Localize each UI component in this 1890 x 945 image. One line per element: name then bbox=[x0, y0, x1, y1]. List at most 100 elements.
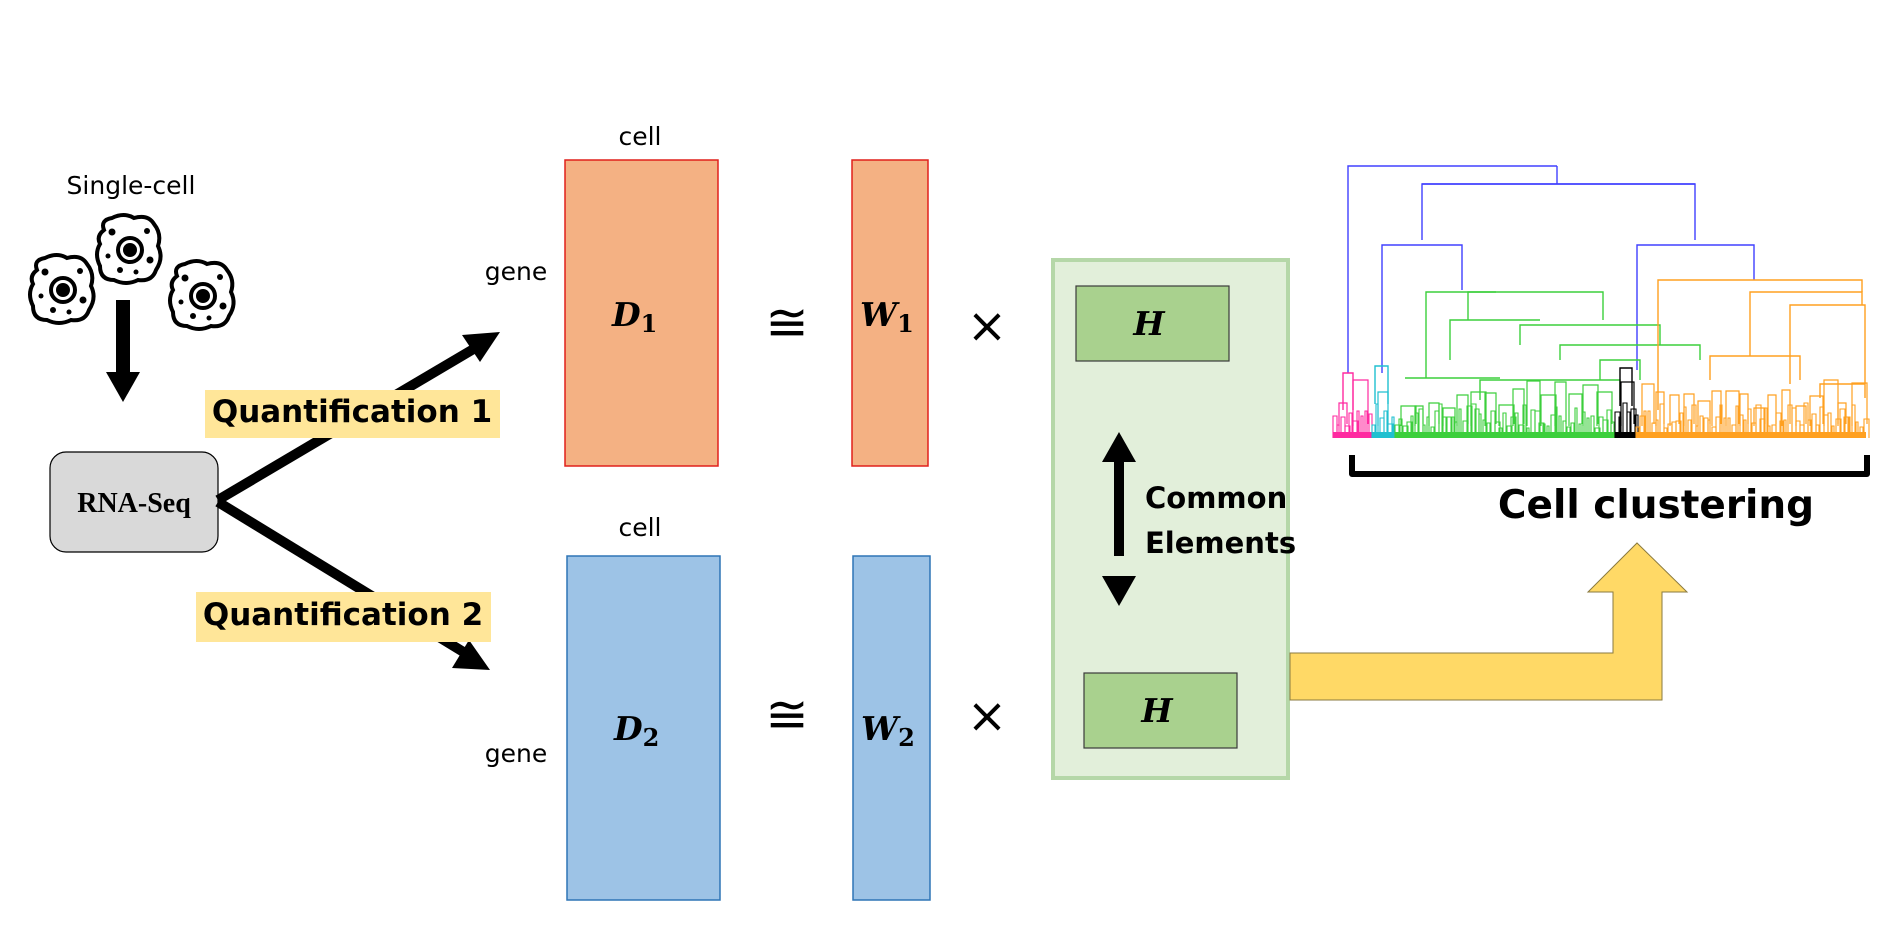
cell-icon-middle bbox=[95, 213, 163, 285]
dendrogram-branch bbox=[1381, 244, 1463, 373]
dendrogram-branch bbox=[1387, 423, 1394, 438]
common-elements-label-line2: Elements bbox=[1145, 526, 1296, 560]
dendrogram-branch bbox=[1342, 372, 1354, 410]
dendrogram-branch bbox=[1568, 393, 1583, 426]
down-arrow bbox=[106, 300, 140, 402]
matrix-d2-letter: D bbox=[613, 709, 643, 748]
dendrogram bbox=[1332, 165, 1870, 438]
dendrogram-branch bbox=[1781, 389, 1791, 426]
matrix-d1-symbol: D1 bbox=[611, 295, 657, 338]
matrix-w1-subscript: 1 bbox=[897, 309, 914, 338]
dendrogram-branch bbox=[1855, 421, 1859, 438]
dendrogram-branch bbox=[1669, 394, 1680, 426]
dendrogram-branch bbox=[1847, 416, 1851, 438]
dendrogram-branch bbox=[1707, 419, 1711, 438]
dendrogram-branch bbox=[1636, 244, 1755, 370]
dendrogram-branch bbox=[1400, 405, 1417, 426]
dendrogram-branch bbox=[1839, 408, 1846, 438]
dendrogram-branch bbox=[1643, 410, 1647, 438]
dendrogram-branch bbox=[1494, 421, 1501, 438]
dendrogram-branch bbox=[1442, 416, 1447, 438]
matrix-h-bottom-symbol: H bbox=[1140, 691, 1174, 730]
dendrogram-branch bbox=[1336, 424, 1340, 438]
dendrogram-branch bbox=[1356, 410, 1360, 438]
dendrogram-branch bbox=[1759, 418, 1766, 438]
matrix-w2-letter: W bbox=[861, 709, 901, 748]
dendrogram-branch bbox=[1767, 394, 1777, 426]
dendrogram-branch bbox=[1753, 407, 1766, 426]
dendrogram-branch bbox=[1383, 410, 1388, 438]
double-arrow-icon bbox=[1102, 432, 1136, 606]
dendrogram-branch bbox=[1739, 414, 1744, 438]
dendrogram-branch bbox=[1364, 410, 1368, 438]
dendrogram-branch bbox=[1456, 394, 1469, 426]
dendrogram-branch bbox=[1590, 415, 1595, 438]
dendrogram-branch bbox=[1626, 411, 1631, 438]
dendrogram-branch bbox=[1657, 279, 1863, 410]
dendrogram-branch bbox=[1502, 412, 1507, 438]
top-column-label: cell bbox=[618, 122, 661, 151]
dendrogram-branch bbox=[1743, 419, 1747, 438]
matrix-w2-subscript: 2 bbox=[898, 723, 915, 752]
dendrogram-branch bbox=[1352, 379, 1369, 426]
dendrogram-branch bbox=[1725, 390, 1740, 426]
dendrogram-branch bbox=[1478, 413, 1482, 438]
cell-clustering-label: Cell clustering bbox=[1498, 483, 1814, 528]
dendrogram-leaf-band bbox=[1372, 432, 1395, 438]
dendrogram-branch bbox=[1498, 404, 1515, 426]
matrix-w2-symbol: W2 bbox=[861, 709, 915, 752]
dendrogram-branch bbox=[1462, 420, 1469, 438]
bottom-column-label: cell bbox=[618, 513, 661, 542]
dendrogram-branch bbox=[1697, 400, 1711, 426]
dendrogram-branch bbox=[1550, 414, 1557, 438]
dendrogram-branch bbox=[1795, 405, 1807, 426]
dendrogram-branch bbox=[1486, 422, 1491, 438]
cell-icon-right bbox=[168, 259, 236, 331]
dendrogram-branch bbox=[1851, 382, 1868, 426]
dendrogram-branch bbox=[1618, 416, 1622, 438]
dendrogram-branch bbox=[1837, 402, 1847, 426]
dendrogram-branch bbox=[1428, 402, 1440, 426]
dendrogram-branch bbox=[1783, 419, 1787, 438]
dendrogram-branch bbox=[1458, 408, 1462, 438]
matrix-w1-letter: W bbox=[860, 295, 900, 334]
dendrogram-branch bbox=[1526, 380, 1541, 426]
dendrogram-branch bbox=[1414, 405, 1424, 426]
dendrogram-leaf-band bbox=[1333, 432, 1372, 438]
dendrogram-leaf-band bbox=[1395, 432, 1615, 438]
top-row-label: gene bbox=[485, 257, 547, 286]
approx-operator-top: ≅ bbox=[765, 293, 809, 353]
branch-arrow-bottom bbox=[215, 497, 490, 670]
approx-operator-bottom: ≅ bbox=[765, 685, 809, 745]
dendrogram-branch bbox=[1739, 393, 1749, 426]
quantification-1-highlight bbox=[205, 390, 500, 438]
dendrogram-branch bbox=[1422, 424, 1426, 438]
dendrogram-branch bbox=[1599, 359, 1641, 380]
cluster-bracket bbox=[1349, 455, 1870, 477]
dendrogram-branch bbox=[1410, 415, 1414, 438]
dendrogram-branch bbox=[1426, 416, 1430, 438]
dendrogram-branch bbox=[1683, 393, 1695, 426]
times-operator-bottom: × bbox=[967, 688, 1007, 744]
dendrogram-branch bbox=[1484, 392, 1497, 426]
dendrogram-branch bbox=[1619, 367, 1633, 406]
matrix-w1-symbol: W1 bbox=[860, 295, 914, 338]
dendrogram-branch bbox=[1727, 417, 1731, 438]
dendrogram-branch bbox=[1620, 381, 1635, 426]
dendrogram-branch bbox=[1815, 424, 1820, 438]
dendrogram-branch bbox=[1466, 405, 1473, 438]
dendrogram-leaf-band bbox=[1636, 432, 1866, 438]
matrix-h-top bbox=[1075, 285, 1230, 362]
rna-seq-label: RNA-Seq bbox=[77, 488, 191, 519]
dendrogram-branch bbox=[1360, 415, 1364, 438]
dendrogram-branch bbox=[1559, 344, 1701, 360]
dendrogram-branch bbox=[1540, 394, 1557, 426]
dendrogram-branch bbox=[1406, 421, 1413, 438]
dendrogram-branch bbox=[1699, 415, 1704, 438]
quantification-2-label: Quantification 2 bbox=[203, 597, 483, 633]
dendrogram-branch bbox=[1562, 420, 1567, 438]
dendrogram-branch bbox=[1446, 416, 1453, 438]
dendrogram-branch bbox=[1479, 379, 1621, 400]
common-elements-label-line1: Common bbox=[1145, 481, 1287, 515]
dendrogram-branch bbox=[1377, 391, 1389, 426]
